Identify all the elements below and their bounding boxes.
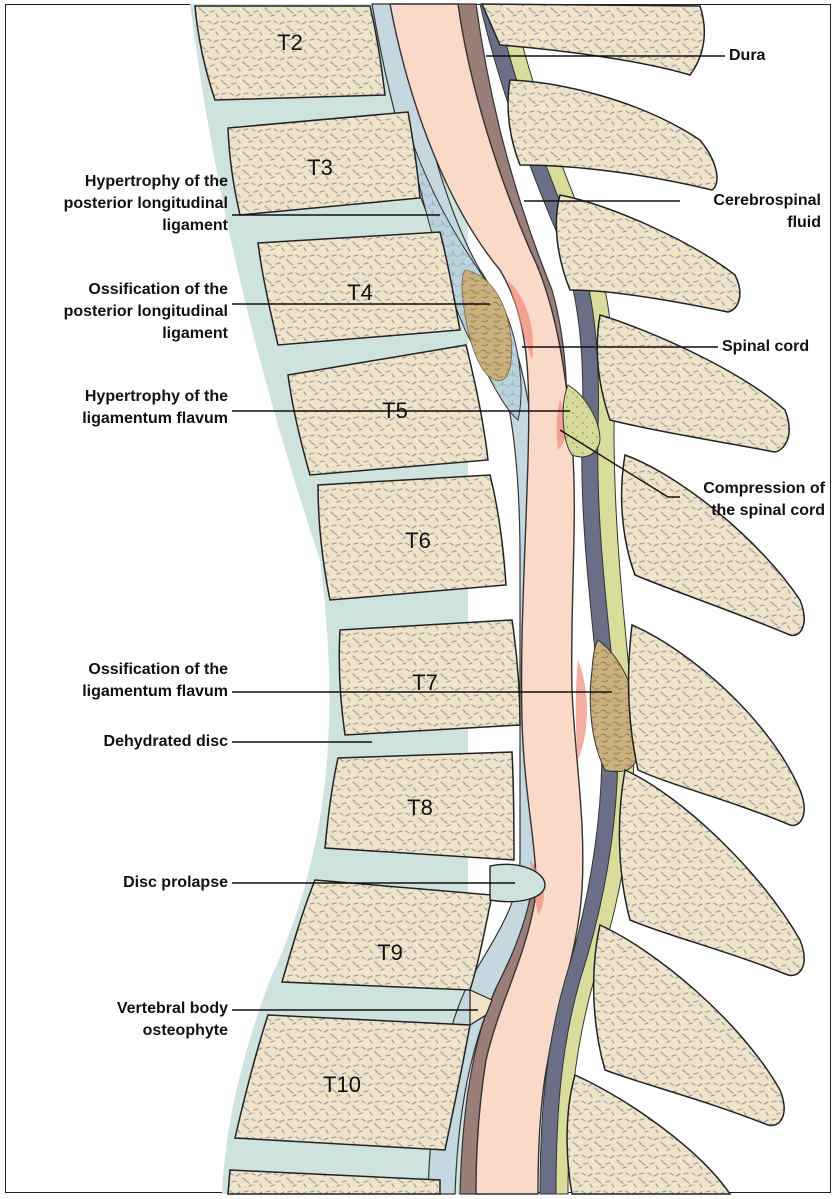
label-T2: T2	[277, 30, 303, 55]
label-T9: T9	[377, 940, 403, 965]
label-ossification-pll: Ossification of the posterior longitudin…	[64, 279, 228, 345]
label-dehydrated-disc: Dehydrated disc	[104, 731, 228, 753]
cord-compression-shade-lower	[576, 660, 587, 760]
label-T4: T4	[347, 280, 373, 305]
label-osteophyte: Vertebral body osteophyte	[117, 998, 228, 1042]
label-spinal-cord: Spinal cord	[722, 336, 809, 358]
label-T6: T6	[405, 528, 431, 553]
vertebra-T9	[282, 880, 492, 990]
label-hypertrophy-lf: Hypertrophy of the ligamentum flavum	[82, 386, 228, 430]
label-T10: T10	[323, 1072, 361, 1097]
label-csf: Cerebrospinal fluid	[713, 190, 821, 234]
label-ossification-lf: Ossification of the ligamentum flavum	[82, 659, 228, 703]
label-dura: Dura	[729, 45, 765, 67]
label-disc-prolapse: Disc prolapse	[123, 872, 228, 894]
label-T7: T7	[412, 670, 438, 695]
label-compression: Compression of the spinal cord	[703, 478, 825, 522]
label-hypertrophy-pll: Hypertrophy of the posterior longitudina…	[64, 171, 228, 237]
label-T3: T3	[307, 155, 333, 180]
label-T8: T8	[407, 795, 433, 820]
